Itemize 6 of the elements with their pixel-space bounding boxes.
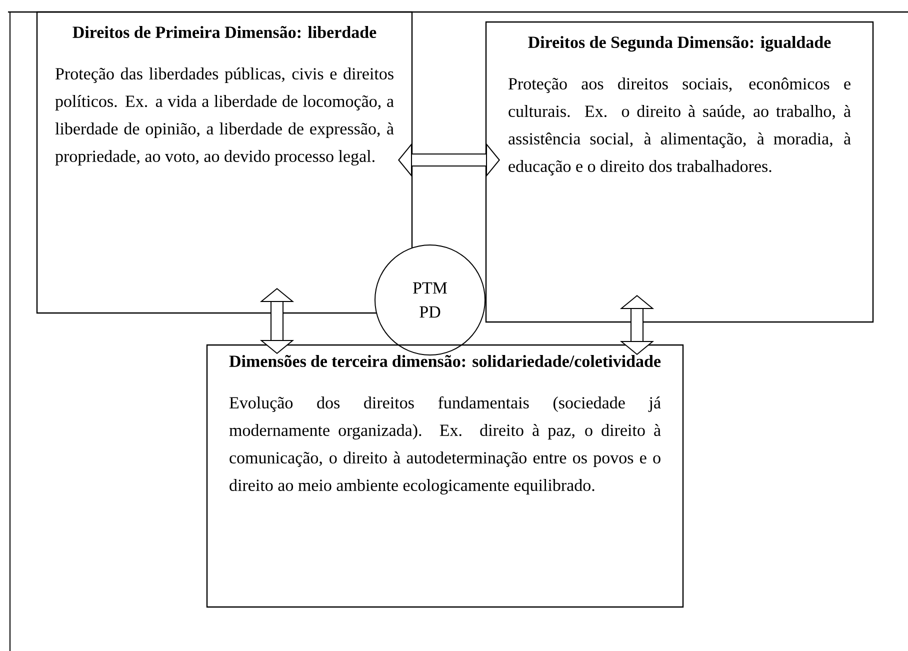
text-box: Dimensões de terceira dimensão: solidariedade/coletividade Evolução dos direitos fundamentais (sociedade já modernamente organizada). Ex. direito à paz, o direito à comunicação, o direito à autodeterminação entre os povos e o direito ao meio ambiente ecologicamente equilibrado.	[206, 344, 684, 608]
text-box: Direitos de Segunda Dimensão: igualdade Proteção aos direitos sociais, econômicos e culturais. Ex. o direito à saúde, ao trabalho, à assistência social, à alimentação, à moradia, à educação e o direito dos trabalhadores.	[485, 21, 874, 323]
double-arrow	[398, 142, 500, 178]
text-box: Direitos de Primeira Dimensão: liberdade Proteção das liberdades públicas, civis e direitos políticos. Ex. a vida a liberdade de locomoção, a liberdade de opinião, a liberdade de expressão, à propriedade, ao voto, ao devido processo legal.	[36, 11, 413, 314]
double-arrow	[260, 288, 294, 354]
double-arrow	[620, 295, 654, 355]
